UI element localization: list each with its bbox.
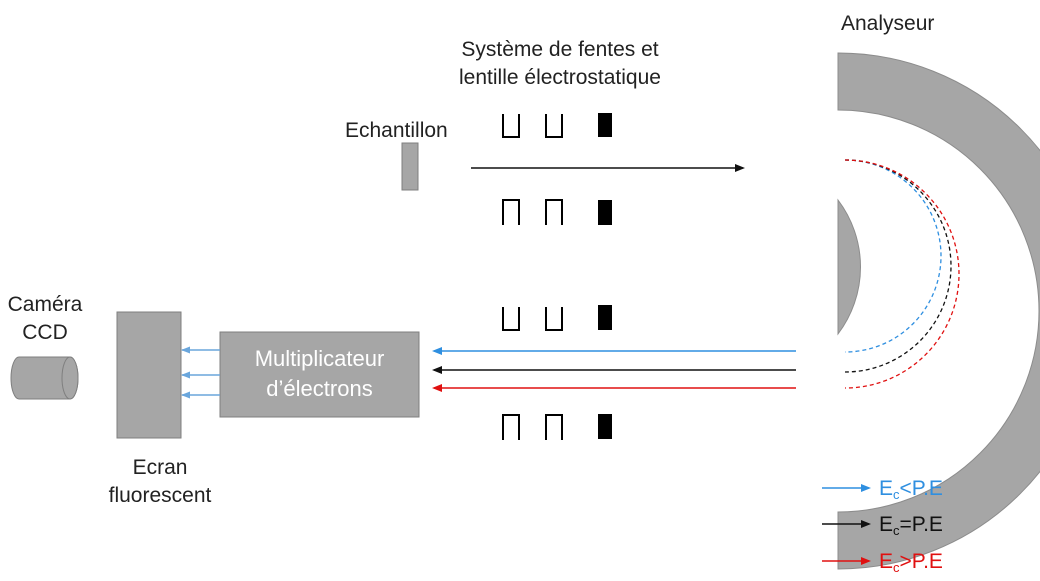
analyser-inner-hemisphere <box>837 198 861 336</box>
legend-relation: >P.E <box>899 550 943 573</box>
legend-symbol: E <box>879 477 894 500</box>
trajectory-red <box>844 159 960 389</box>
slit-system-label-line1: Système de fentes et <box>461 38 659 61</box>
analyser-outer-hemisphere <box>837 52 1040 570</box>
legend-item-black: Ec=P.E <box>879 512 943 544</box>
trajectory-black <box>844 159 952 373</box>
sample-label: Echantillon <box>345 119 448 142</box>
legend-subscript: c <box>893 487 900 502</box>
fluorescent-screen <box>116 311 182 439</box>
legend-symbol: E <box>879 550 894 573</box>
upper-slit-system <box>502 113 612 225</box>
legend-item-red: Ec>P.E <box>879 549 943 581</box>
screen-label-line2: fluorescent <box>108 484 212 507</box>
legend-item-blue: Ec<P.E <box>879 476 943 508</box>
lower-slit-system <box>502 305 612 440</box>
legend-relation: =P.E <box>899 513 943 536</box>
sample <box>401 142 419 191</box>
camera-label-line1: Caméra <box>7 293 83 316</box>
legend-subscript: c <box>893 560 900 575</box>
screen-label: Ecran fluorescent <box>95 454 225 510</box>
legend-subscript: c <box>893 523 900 538</box>
multiplier-label-line1: Multiplicateur <box>254 346 385 371</box>
slit-system-label: Système de fentes et lentille électrosta… <box>420 36 700 92</box>
camera-label: Caméra CCD <box>0 291 90 347</box>
multiplier-label: Multiplicateur d’électrons <box>220 344 419 404</box>
legend-symbol: E <box>879 513 894 536</box>
camera-label-line2: CCD <box>22 321 68 344</box>
screen-label-line1: Ecran <box>132 456 188 479</box>
trajectory-blue <box>844 159 942 353</box>
analyser-label: Analyseur <box>841 12 935 35</box>
legend-relation: <P.E <box>899 477 943 500</box>
electron-multiplier <box>219 331 420 418</box>
multiplier-label-line2: d’électrons <box>266 376 373 401</box>
ccd-camera <box>10 356 79 400</box>
slit-system-label-line2: lentille électrostatique <box>459 66 661 89</box>
